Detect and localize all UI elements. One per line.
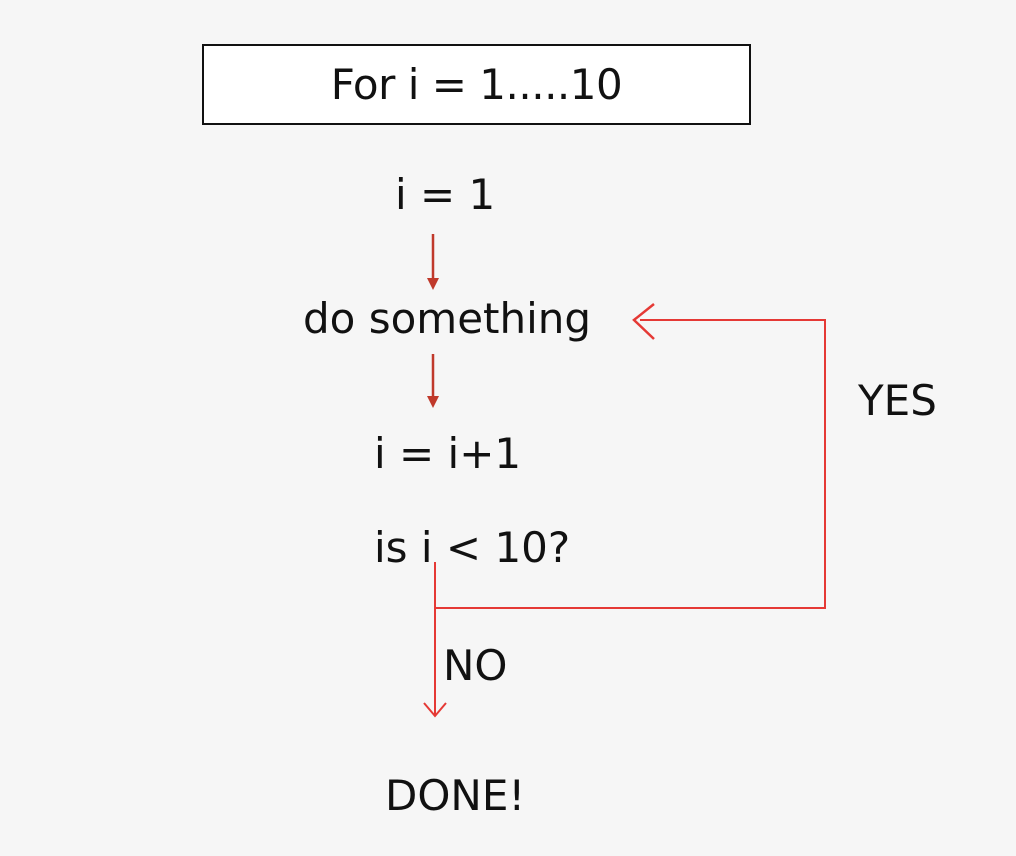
init-step: i = 1	[395, 170, 496, 219]
arrow-body-to-increment	[427, 354, 439, 408]
condition-step: is i < 10?	[374, 523, 571, 572]
arrow-no-branch	[423, 562, 447, 718]
body-step: do something	[303, 294, 592, 343]
arrow-init-to-body	[427, 234, 439, 290]
end-step: DONE!	[385, 771, 526, 820]
loop-header-text: For i = 1.....10	[330, 60, 623, 109]
increment-step: i = i+1	[374, 429, 522, 478]
arrow-yes-loop	[435, 303, 826, 609]
loop-header-box: For i = 1.....10	[202, 44, 751, 125]
no-label: NO	[443, 641, 508, 690]
yes-label: YES	[858, 376, 937, 425]
